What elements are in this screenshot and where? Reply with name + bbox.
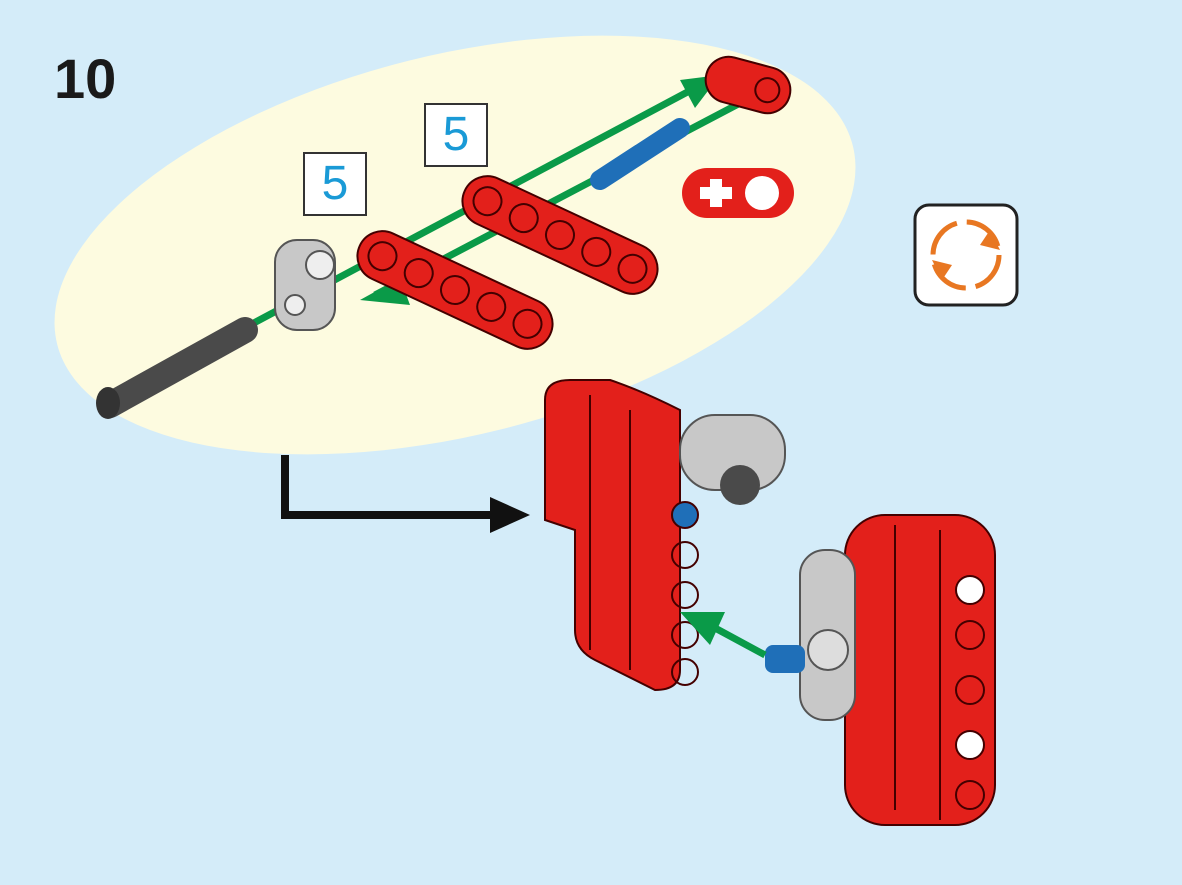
rotate-model-icon: [913, 203, 1019, 307]
model-right-assembly: [765, 514, 996, 826]
insert-guide-line: [713, 624, 767, 659]
step-number: 10: [54, 47, 117, 110]
part-quantity-label: 5: [424, 103, 488, 167]
insert-arrow-head: [680, 612, 725, 645]
blue-pin-part: [590, 118, 690, 190]
beam-2-callout: [682, 168, 794, 218]
sub-assembly-arrow: [281, 455, 495, 519]
arrow-head: [490, 497, 530, 533]
axle-part: [96, 317, 258, 419]
red-beam-part: [356, 230, 554, 350]
model-left-assembly: [544, 379, 786, 692]
red-beam-2-part: [704, 55, 792, 115]
grey-connector-part: [274, 239, 336, 331]
red-beam-part: [461, 175, 659, 295]
part-quantity-label: 5: [303, 152, 367, 216]
